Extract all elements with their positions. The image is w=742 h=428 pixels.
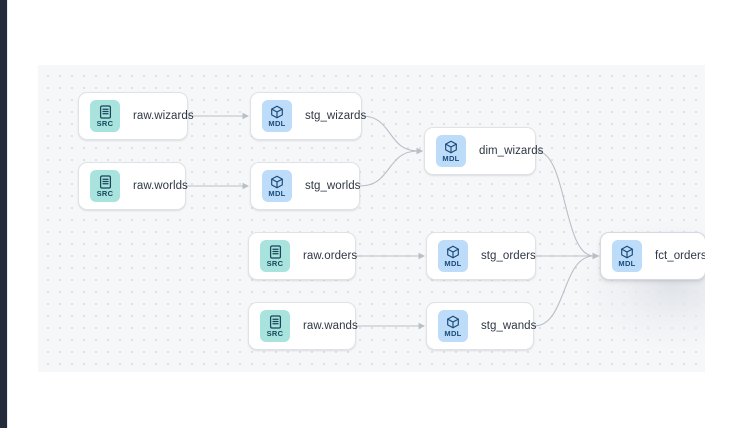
cube-icon <box>620 245 634 259</box>
database-icon <box>99 174 112 189</box>
badge-text: MDL <box>268 118 286 128</box>
node-label: raw.worlds <box>133 180 188 192</box>
badge-text: SRC <box>266 258 284 268</box>
node-label: fct_orders <box>655 250 705 262</box>
model-badge: MDL <box>262 100 292 132</box>
node-fct_orders[interactable]: MDL fct_orders <box>600 232 705 280</box>
badge-text: MDL <box>618 258 636 268</box>
edge-arrowhead <box>242 182 249 190</box>
node-dim_wizards[interactable]: MDL dim_wizards <box>424 127 543 175</box>
edge-arrowhead <box>592 252 599 260</box>
badge-text: MDL <box>268 188 286 198</box>
node-label: stg_wands <box>481 320 537 332</box>
source-badge: SRC <box>260 310 290 342</box>
cube-icon <box>270 105 284 119</box>
node-label: raw.wizards <box>133 110 194 122</box>
node-label: raw.orders <box>303 250 358 262</box>
database-icon <box>269 314 282 329</box>
node-stg_wands[interactable]: MDL stg_wands <box>426 302 537 350</box>
node-raw_orders[interactable]: SRC raw.orders <box>248 232 358 280</box>
edge-arrowhead <box>242 112 249 120</box>
edge-arrowhead <box>592 252 599 260</box>
node-stg_worlds[interactable]: MDL stg_worlds <box>250 162 360 210</box>
source-badge: SRC <box>260 240 290 272</box>
node-stg_wizards[interactable]: MDL stg_wizards <box>250 92 366 140</box>
model-badge: MDL <box>438 240 468 272</box>
model-badge: MDL <box>436 135 466 167</box>
database-icon <box>99 104 112 119</box>
source-badge: SRC <box>90 170 120 202</box>
cube-icon <box>446 315 460 329</box>
node-raw_worlds[interactable]: SRC raw.worlds <box>78 162 188 210</box>
edge-arrowhead <box>418 252 425 260</box>
badge-text: SRC <box>96 188 114 198</box>
badge-text: MDL <box>444 258 462 268</box>
node-label: stg_wizards <box>305 110 367 122</box>
node-stg_orders[interactable]: MDL stg_orders <box>426 232 536 280</box>
left-rail <box>0 0 7 428</box>
model-badge: MDL <box>612 240 642 272</box>
badge-text: MDL <box>442 153 460 163</box>
badge-text: MDL <box>444 328 462 338</box>
node-raw_wizards[interactable]: SRC raw.wizards <box>78 92 194 140</box>
node-label: dim_wizards <box>479 145 544 157</box>
edge-stg_worlds-to-dim_wizards <box>359 150 419 187</box>
edge-stg_wizards-to-dim_wizards <box>361 115 419 152</box>
edge-arrowhead <box>416 147 423 155</box>
badge-text: SRC <box>96 118 114 128</box>
node-raw_wands[interactable]: SRC raw.wands <box>248 302 358 350</box>
source-badge: SRC <box>90 100 120 132</box>
model-badge: MDL <box>438 310 468 342</box>
cube-icon <box>444 140 458 154</box>
node-label: stg_orders <box>481 250 536 262</box>
edge-arrowhead <box>416 147 423 155</box>
database-icon <box>269 244 282 259</box>
node-label: raw.wands <box>303 320 358 332</box>
edge-arrowhead <box>418 322 425 330</box>
edge-stg_wands-to-fct_orders <box>533 255 595 327</box>
model-badge: MDL <box>262 170 292 202</box>
badge-text: SRC <box>266 328 284 338</box>
cube-icon <box>270 175 284 189</box>
rail-divider <box>7 0 8 428</box>
node-label: stg_worlds <box>305 180 361 192</box>
edge-dim_wizards-to-fct_orders <box>535 150 595 257</box>
cube-icon <box>446 245 460 259</box>
edge-arrowhead <box>592 252 599 260</box>
